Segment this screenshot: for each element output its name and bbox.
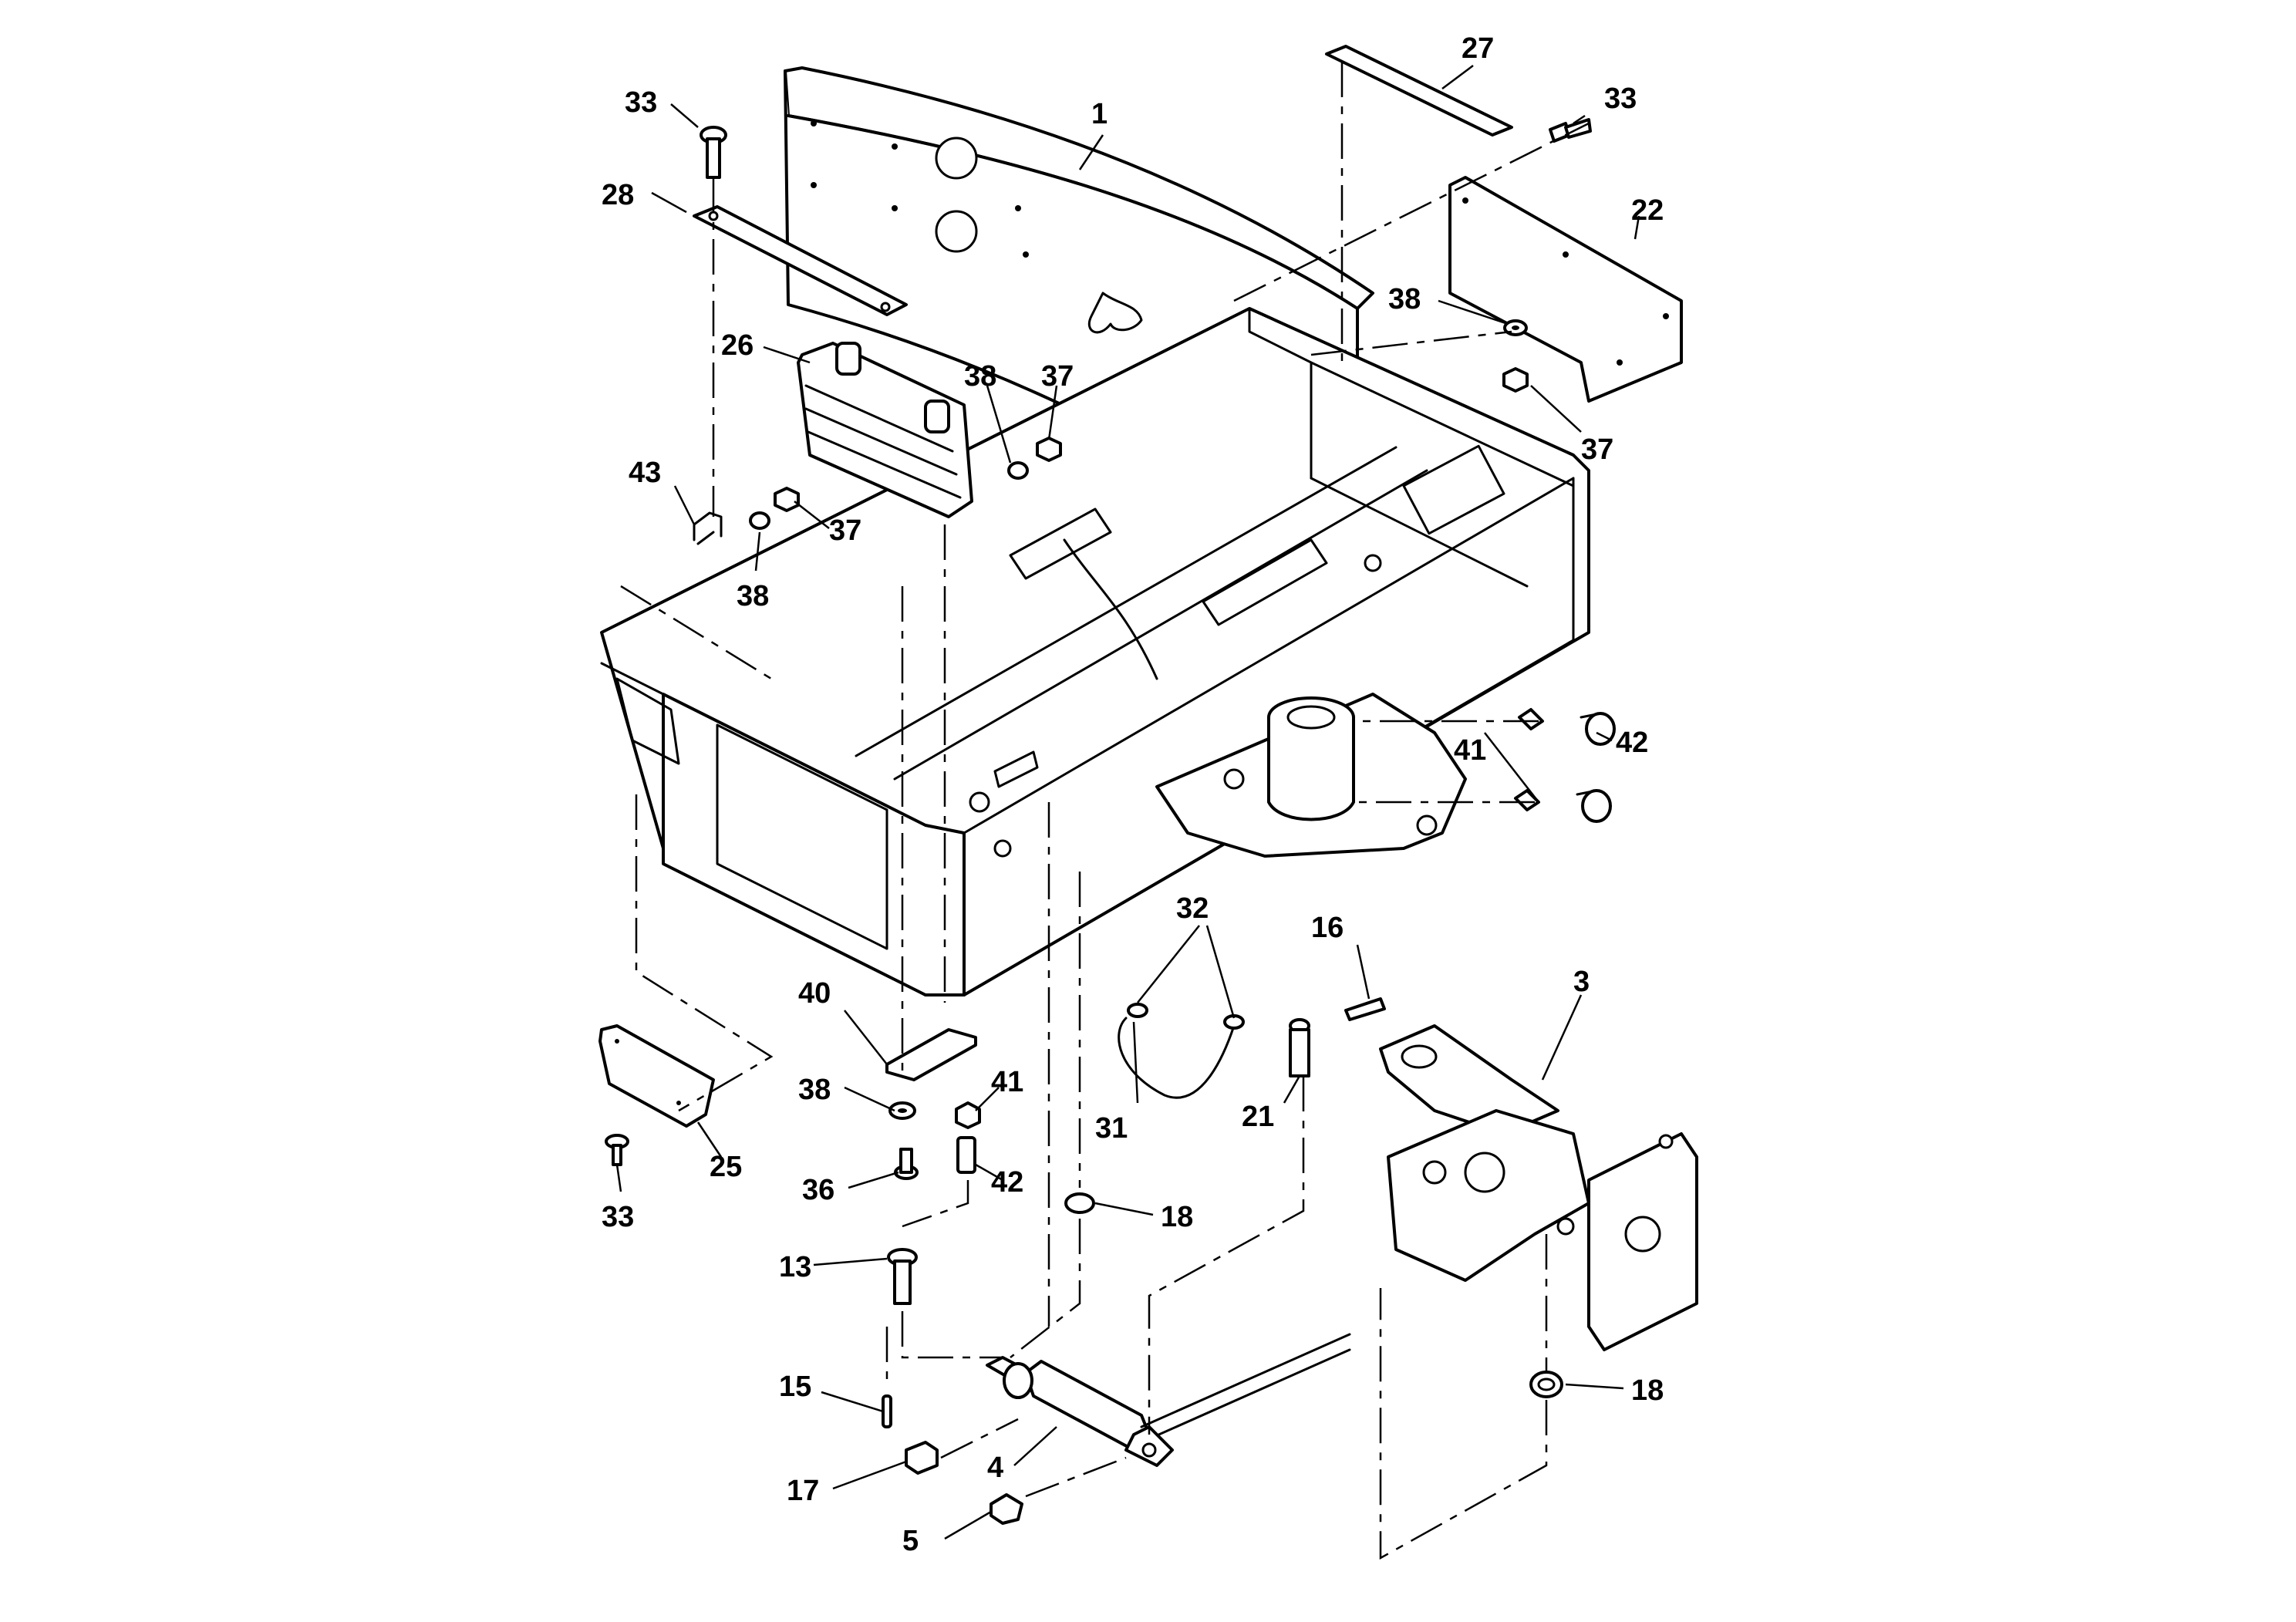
bolt-33-right [1549,118,1592,143]
callout-4: 4 [987,1452,1003,1484]
callout-38: 38 [737,580,769,612]
lanyard-31 [1118,1003,1245,1099]
callout-18: 18 [1631,1374,1664,1407]
pin-13 [887,1248,918,1305]
callout-43: 43 [629,457,661,489]
callout-33: 33 [602,1201,634,1233]
nut-37-bracket [774,487,800,512]
callout-16: 16 [1311,912,1344,944]
callout-38: 38 [1388,283,1421,315]
fitting-5 [990,1493,1023,1525]
bushing-18-lower [1529,1371,1563,1398]
callout-36: 36 [802,1174,834,1206]
screw-36 [894,1148,919,1180]
callout-38: 38 [964,360,996,393]
callout-5: 5 [902,1525,919,1557]
callout-15: 15 [779,1371,811,1403]
cotter-15 [882,1394,892,1428]
bolt-33-top [700,126,727,179]
callout-42: 42 [1616,727,1648,759]
callout-32: 32 [1176,892,1209,925]
washer-38-cooler [1007,461,1029,480]
swivel-bracket [1155,693,1467,858]
callout-37: 37 [829,514,861,547]
callout-3: 3 [1573,966,1590,998]
callout-21: 21 [1242,1101,1274,1133]
washer-38-bracket [749,511,770,530]
side-panel [1448,176,1683,403]
washer-38-lower [888,1101,916,1120]
callout-41: 41 [991,1066,1023,1098]
callout-1: 1 [1091,98,1108,130]
phantom-lines [620,62,1590,1560]
callout-42: 42 [991,1166,1023,1199]
callout-27: 27 [1462,32,1494,65]
hydraulic-cylinder [986,1333,1351,1467]
fitting-42-lower [956,1136,976,1174]
callout-38: 38 [798,1074,831,1106]
callout-31: 31 [1095,1112,1128,1145]
bracket-43 [693,511,723,545]
callout-41: 41 [1454,734,1486,767]
bushing-18-upper [1064,1192,1095,1214]
fitting-41-upper [1518,708,1616,746]
callout-17: 17 [787,1475,819,1507]
callout-25: 25 [710,1151,742,1183]
tow-bracket [1379,1024,1698,1351]
main-frame [600,307,1590,996]
callout-26: 26 [721,329,754,362]
nut-41-lower [955,1101,981,1129]
fitting-41-lower [1514,789,1612,823]
callout-33: 33 [1604,83,1637,115]
nut-37-cooler [1036,437,1062,462]
shim-plate [885,1028,977,1081]
strap-plate [693,205,908,316]
cover-plate [598,1024,715,1128]
pin-16 [1344,997,1386,1021]
pin-21 [1289,1018,1310,1077]
leader-lines [615,65,1640,1540]
callout-13: 13 [779,1251,811,1283]
callout-40: 40 [798,977,831,1010]
callout-37: 37 [1581,433,1613,466]
fitting-17 [905,1441,939,1475]
oil-cooler [797,342,973,518]
callout-18: 18 [1161,1201,1193,1233]
callout-labels: 1 27 33 33 28 22 38 26 38 37 37 43 37 38… [602,32,1664,1557]
screw-33-lower [605,1134,629,1166]
callout-33: 33 [625,86,657,119]
callout-28: 28 [602,179,634,211]
callout-37: 37 [1041,360,1074,393]
cover-strip [1325,45,1513,137]
nut-37-right [1502,367,1529,393]
callout-22: 22 [1631,194,1664,227]
